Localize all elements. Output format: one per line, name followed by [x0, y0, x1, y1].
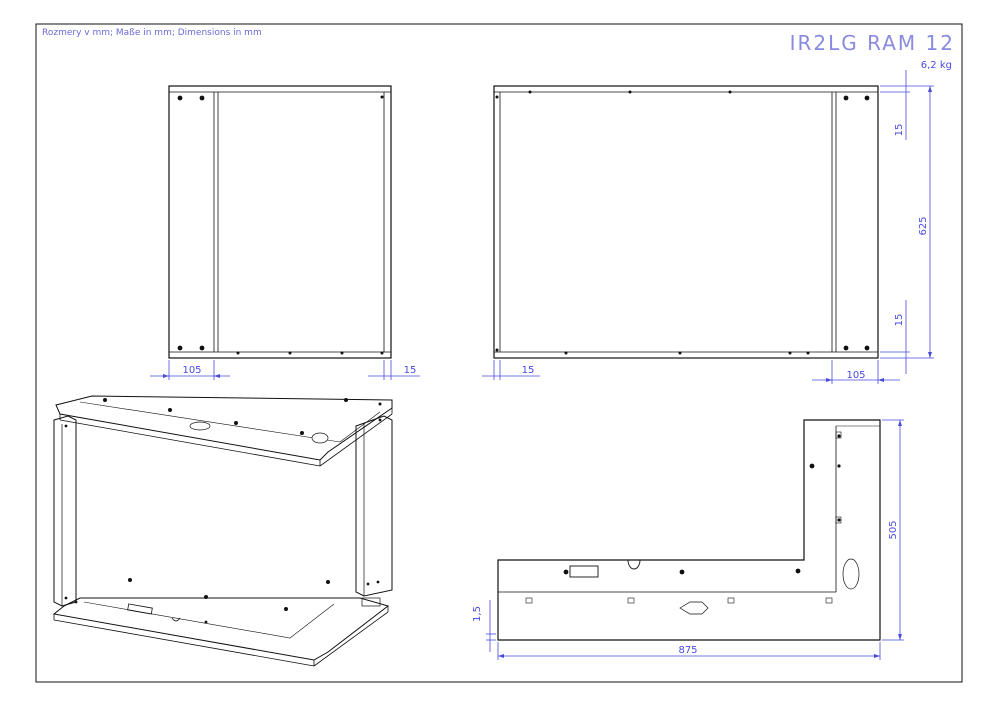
dim-base-thickness: 1,5 — [472, 606, 483, 622]
drawing-title: IR2LG RAM 12 — [790, 31, 955, 55]
front-view-dimensions: 105 15 — [150, 360, 420, 380]
rear-view-dimensions: 15 105 15 625 15 — [482, 70, 934, 384]
sheet-border — [35, 23, 963, 683]
dim-front-left-width: 105 — [182, 365, 201, 376]
weight-label: 6,2 kg — [921, 60, 952, 71]
dim-rear-top-offset: 15 — [894, 124, 905, 137]
dim-rear-right-width: 105 — [846, 370, 865, 381]
front-view — [168, 85, 392, 359]
base-plan-dimensions: 505 1,5 875 — [472, 419, 904, 660]
base-plan-view — [497, 419, 881, 641]
dim-rear-bottom-offset: 15 — [894, 314, 905, 327]
dim-base-width: 875 — [678, 645, 697, 656]
units-note: Rozmery v mm; Maße in mm; Dimensions in … — [42, 28, 262, 38]
dim-front-right-offset: 15 — [404, 365, 417, 376]
dim-base-depth: 505 — [888, 520, 899, 539]
isometric-view — [52, 395, 393, 667]
dim-rear-height: 625 — [918, 216, 929, 235]
dim-rear-left-offset: 15 — [522, 365, 535, 376]
rear-view — [493, 85, 879, 359]
